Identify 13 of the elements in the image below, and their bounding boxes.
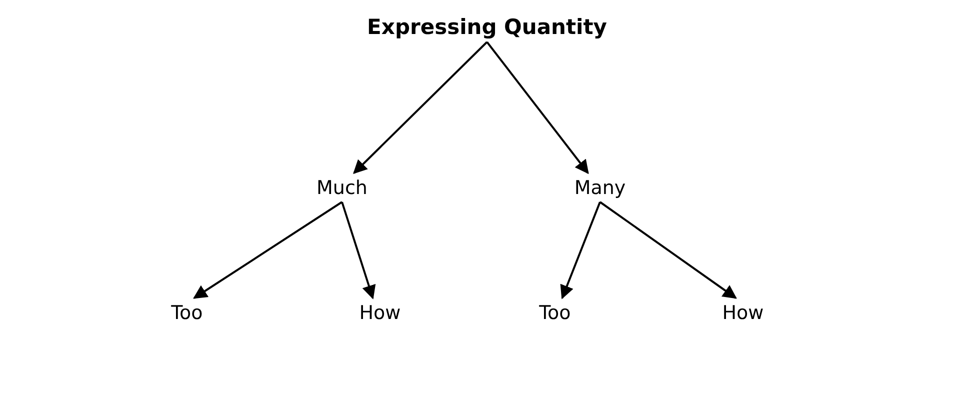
branch-label: Many [570,175,630,201]
branch-label: How [355,300,405,326]
arrow [560,202,601,300]
arrow [353,41,488,174]
branch-label: How [718,300,768,326]
branch-label: Much [312,175,372,201]
arrow [193,201,343,299]
branch-label: Too [535,300,575,326]
arrow [341,202,376,300]
branch-label: Too [167,300,207,326]
arrow [599,201,737,299]
root-label: Expressing Quantity [363,13,611,41]
arrow [486,41,589,174]
